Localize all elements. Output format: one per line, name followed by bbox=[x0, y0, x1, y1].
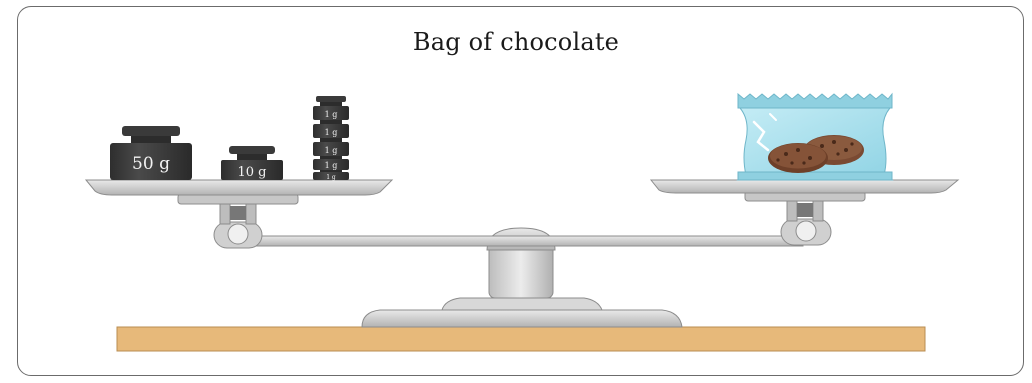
left-pan bbox=[86, 180, 392, 224]
weight-10g-label: 10 g bbox=[238, 165, 267, 180]
table-surface bbox=[117, 327, 925, 351]
weight-50g: 50 g bbox=[110, 126, 192, 180]
weight-1g-label: 1 g bbox=[325, 110, 338, 119]
chocolate-cookie bbox=[768, 143, 828, 173]
weight-1g-label: 1 g bbox=[326, 174, 336, 181]
weight-1g-label: 1 g bbox=[325, 146, 338, 155]
chocolate-bag bbox=[738, 94, 892, 180]
weight-50g-label: 50 g bbox=[132, 154, 170, 174]
weight-1g-label: 1 g bbox=[325, 161, 338, 170]
right-pan bbox=[651, 180, 958, 221]
weight-1g-label: 1 g bbox=[325, 128, 338, 137]
weight-1g-stack: 1 g 1 g 1 g 1 g 1 g bbox=[313, 96, 349, 181]
weight-10g: 10 g bbox=[221, 146, 283, 180]
